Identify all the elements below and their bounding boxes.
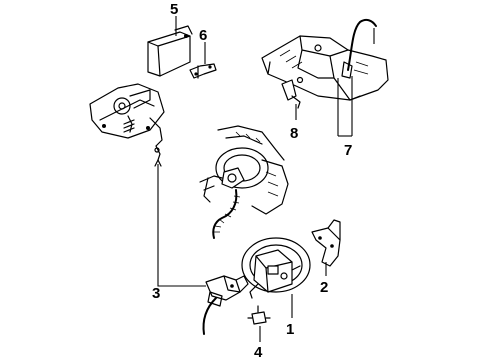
cable-hose-lower bbox=[202, 291, 223, 335]
callout-5: 5 bbox=[170, 1, 178, 18]
engine-bay-outline bbox=[217, 125, 285, 161]
callout-4: 4 bbox=[254, 344, 263, 360]
callout-6: 6 bbox=[199, 27, 207, 44]
callout-7: 7 bbox=[344, 142, 352, 159]
dash-panel bbox=[261, 35, 389, 101]
throttle-cable-top bbox=[341, 18, 377, 79]
engine-block-right bbox=[251, 159, 289, 215]
callout-3-leader-upper bbox=[157, 164, 206, 287]
retaining-clip bbox=[247, 305, 271, 325]
callout-2: 2 bbox=[320, 279, 328, 296]
stop-lamp-switch bbox=[281, 79, 301, 109]
power-booster bbox=[241, 237, 311, 299]
callout-1: 1 bbox=[286, 321, 294, 338]
vacuum-hose-center bbox=[212, 189, 241, 239]
arrow-head-up bbox=[154, 159, 162, 167]
callout-3: 3 bbox=[152, 285, 160, 302]
module-bracket bbox=[189, 63, 217, 79]
cable-bracket bbox=[205, 275, 249, 301]
throttle-linkage-assembly bbox=[89, 83, 165, 161]
callout-8: 8 bbox=[290, 125, 298, 142]
booster-mounting-bracket bbox=[311, 219, 341, 267]
servo-booster-center bbox=[199, 147, 269, 203]
control-module bbox=[147, 25, 193, 77]
